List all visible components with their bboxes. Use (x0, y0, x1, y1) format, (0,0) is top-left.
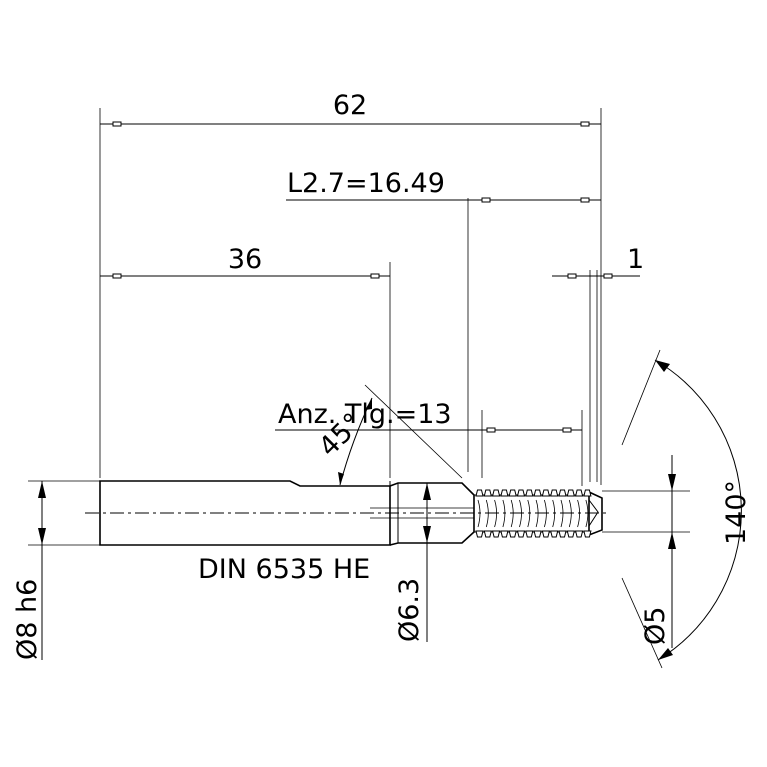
thread-tooth (491, 530, 501, 538)
thread-tooth (508, 489, 517, 497)
neck (389, 482, 475, 546)
flute-line (519, 499, 522, 528)
dimension-tip-offset: 1 (552, 244, 644, 279)
shank-length-label: 36 (228, 244, 262, 275)
standard-label: DIN 6535 HE (198, 554, 370, 585)
thread-tooth (516, 489, 526, 497)
thread-tooth (475, 489, 484, 497)
flute-line (552, 499, 556, 528)
dimension-shank-diameter: Ø8 h6 (12, 480, 100, 660)
shank-diameter-label: Ø8 h6 (12, 579, 43, 660)
thread-tooth (483, 530, 492, 538)
thread-tooth (483, 489, 492, 497)
flute-line (560, 499, 564, 528)
flute-line (485, 499, 489, 528)
thread-tooth (525, 530, 534, 538)
extension-lines (99, 108, 602, 486)
thread-tooth (475, 530, 484, 538)
thread-tooth (541, 489, 551, 497)
thread-tooth (500, 489, 509, 497)
thread-teeth (475, 489, 592, 538)
thread-tooth (508, 530, 517, 538)
flute-line (577, 499, 580, 528)
flute-line (544, 499, 547, 528)
dimension-thread-length: L2.7=16.49 (286, 168, 601, 203)
thread-tooth (550, 530, 559, 538)
neck-diameter-label: Ø6.3 (394, 578, 425, 642)
thread-diameter-label: Ø5 (640, 607, 671, 645)
thread-tooth (574, 530, 584, 538)
thread-tooth (583, 530, 592, 538)
dimension-point-angle: 140° (621, 349, 752, 669)
point-angle-label: 140° (721, 480, 752, 545)
thread-length-label: L2.7=16.49 (287, 168, 445, 199)
overall-length-label: 62 (333, 90, 367, 121)
flute-line (494, 499, 497, 528)
flute-line (535, 499, 539, 528)
thread-tooth (583, 489, 592, 497)
thread-tooth (558, 530, 567, 538)
dimension-thread-count: Anz. Tlg.=13 (275, 399, 582, 433)
flute-line (527, 499, 531, 528)
flute-line (585, 499, 589, 528)
thread-tooth (525, 489, 534, 497)
dimension-overall-length: 62 (100, 90, 601, 127)
thread-tooth (541, 530, 551, 538)
flute-line (502, 499, 506, 528)
thread-tooth (533, 489, 542, 497)
thread-tooth (558, 489, 567, 497)
dimension-shank-length: 36 (100, 244, 390, 279)
flute-line (477, 499, 481, 528)
thread-tooth (491, 489, 501, 497)
thread-tooth (566, 489, 575, 497)
thread-tooth (500, 530, 509, 538)
dimension-thread-diameter: Ø5 (602, 455, 690, 648)
thread-tooth (516, 530, 526, 538)
dimension-neck-diameter: Ø6.3 (394, 483, 431, 642)
thread-tooth (533, 530, 542, 538)
tool-tip (588, 490, 603, 537)
thread-tooth (550, 489, 559, 497)
flute-line (510, 499, 514, 528)
tip-offset-label: 1 (627, 244, 644, 275)
standard-note: DIN 6535 HE (198, 554, 370, 585)
thread-tooth (574, 489, 584, 497)
thread-tooth (566, 530, 575, 538)
flute-line (568, 499, 572, 528)
